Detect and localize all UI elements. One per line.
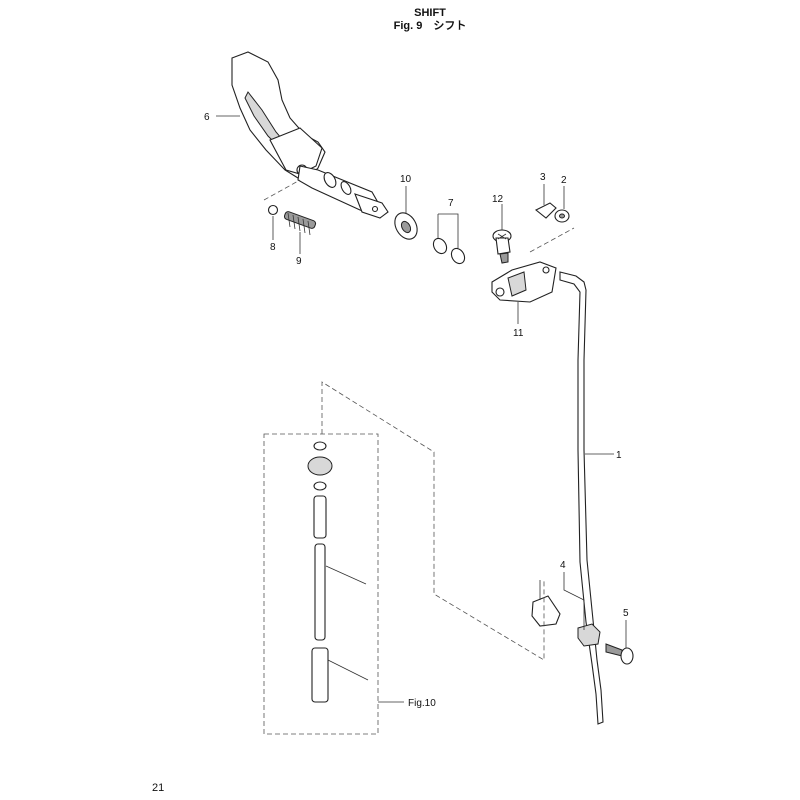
assembly-guide-lines — [263, 179, 575, 661]
shift-rod-part — [559, 271, 604, 725]
washer-part — [394, 212, 418, 240]
callout-5: 5 — [623, 608, 629, 619]
shift-lever-part — [231, 51, 389, 219]
fig10-reference-box — [263, 433, 379, 735]
callout-10: 10 — [400, 174, 412, 185]
diagram-title: SHIFT — [414, 7, 446, 19]
shift-link-part — [491, 261, 557, 303]
callout-6: 6 — [204, 112, 210, 123]
callout-11: 11 — [513, 328, 524, 339]
steel-ball-part — [267, 204, 279, 216]
set-screw-part — [492, 229, 512, 264]
clamp-part — [531, 595, 601, 647]
figure-caption: Fig. 9 シフト — [393, 20, 467, 32]
callout-3: 3 — [540, 172, 546, 183]
retaining-ring-part — [534, 202, 557, 219]
spring-part — [283, 211, 317, 236]
small-washer-pair — [432, 237, 466, 265]
bolt-part — [605, 643, 634, 665]
callout-1: 1 — [616, 450, 622, 461]
page-number: 21 — [152, 782, 165, 794]
small-nut-part — [554, 209, 570, 223]
callout-8: 8 — [270, 242, 276, 253]
callout-2: 2 — [561, 175, 567, 186]
fig10-column-parts — [307, 441, 369, 703]
callout-4: 4 — [560, 560, 566, 571]
callout-7: 7 — [448, 198, 454, 209]
leader-lines — [216, 115, 627, 703]
callout-12: 12 — [492, 194, 504, 205]
callout-fig10: Fig.10 — [408, 698, 436, 709]
callout-9: 9 — [296, 256, 302, 267]
